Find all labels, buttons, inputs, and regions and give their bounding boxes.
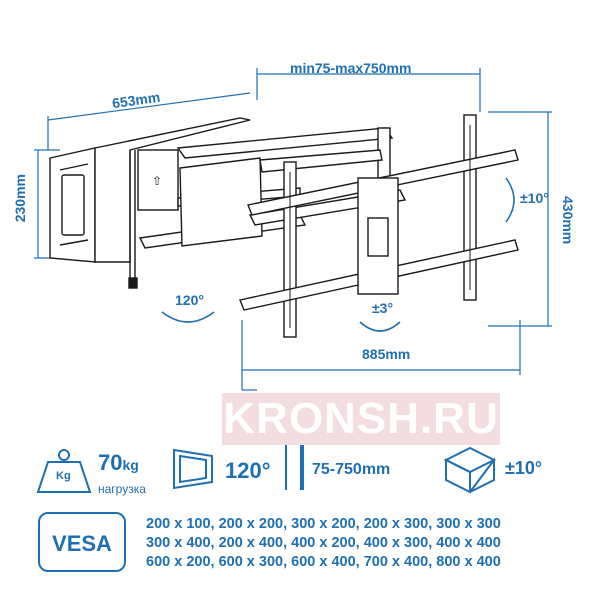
load-unit-icon-label: Kg [56, 470, 71, 482]
watermark: KRONSH.RU [222, 393, 500, 445]
tv-bracket [239, 114, 519, 338]
weight-icon [36, 449, 92, 493]
vesa-row: 300 x 400, 200 x 400, 400 x 200, 400 x 3… [146, 535, 501, 551]
dim-width-top: min75-max750mm [290, 60, 412, 76]
dim-rotation: ±3° [372, 300, 394, 316]
load-unit: kg [122, 457, 139, 473]
vesa-list: 200 x 100, 200 x 200, 300 x 200, 200 x 3… [146, 515, 501, 572]
rotation-arrow [359, 321, 401, 332]
dim-bottom: 885mm [362, 346, 411, 362]
vesa-row: 600 x 200, 600 x 300, 600 x 400, 700 x 4… [146, 554, 501, 570]
vesa-row: 200 x 100, 200 x 200, 300 x 200, 200 x 3… [146, 516, 501, 532]
svg-text:⇧: ⇧ [152, 174, 162, 188]
spec-icons [36, 445, 497, 494]
wall-plate: ⇧ [49, 117, 251, 289]
dim-swivel: 120° [175, 292, 204, 308]
distance-icon [285, 445, 304, 490]
tilt-arrow [505, 177, 515, 223]
tilt-icon [443, 446, 497, 494]
tilt-value: ±10° [505, 458, 543, 478]
vesa-badge: VESA [38, 512, 126, 572]
dim-right-height: 430mm [560, 196, 576, 245]
distance-value: 75-750mm [312, 461, 391, 478]
dim-tilt: ±10° [520, 190, 549, 206]
load-number: 70 [98, 450, 123, 475]
load-caption: нагрузка [98, 482, 146, 496]
load-value: 70kg [98, 450, 139, 476]
dim-left-height: 230mm [12, 174, 28, 223]
swivel-icon [173, 448, 213, 490]
dim-line-depth [47, 92, 251, 121]
swivel-arrow [161, 311, 215, 323]
swivel-value: 120° [225, 458, 271, 483]
